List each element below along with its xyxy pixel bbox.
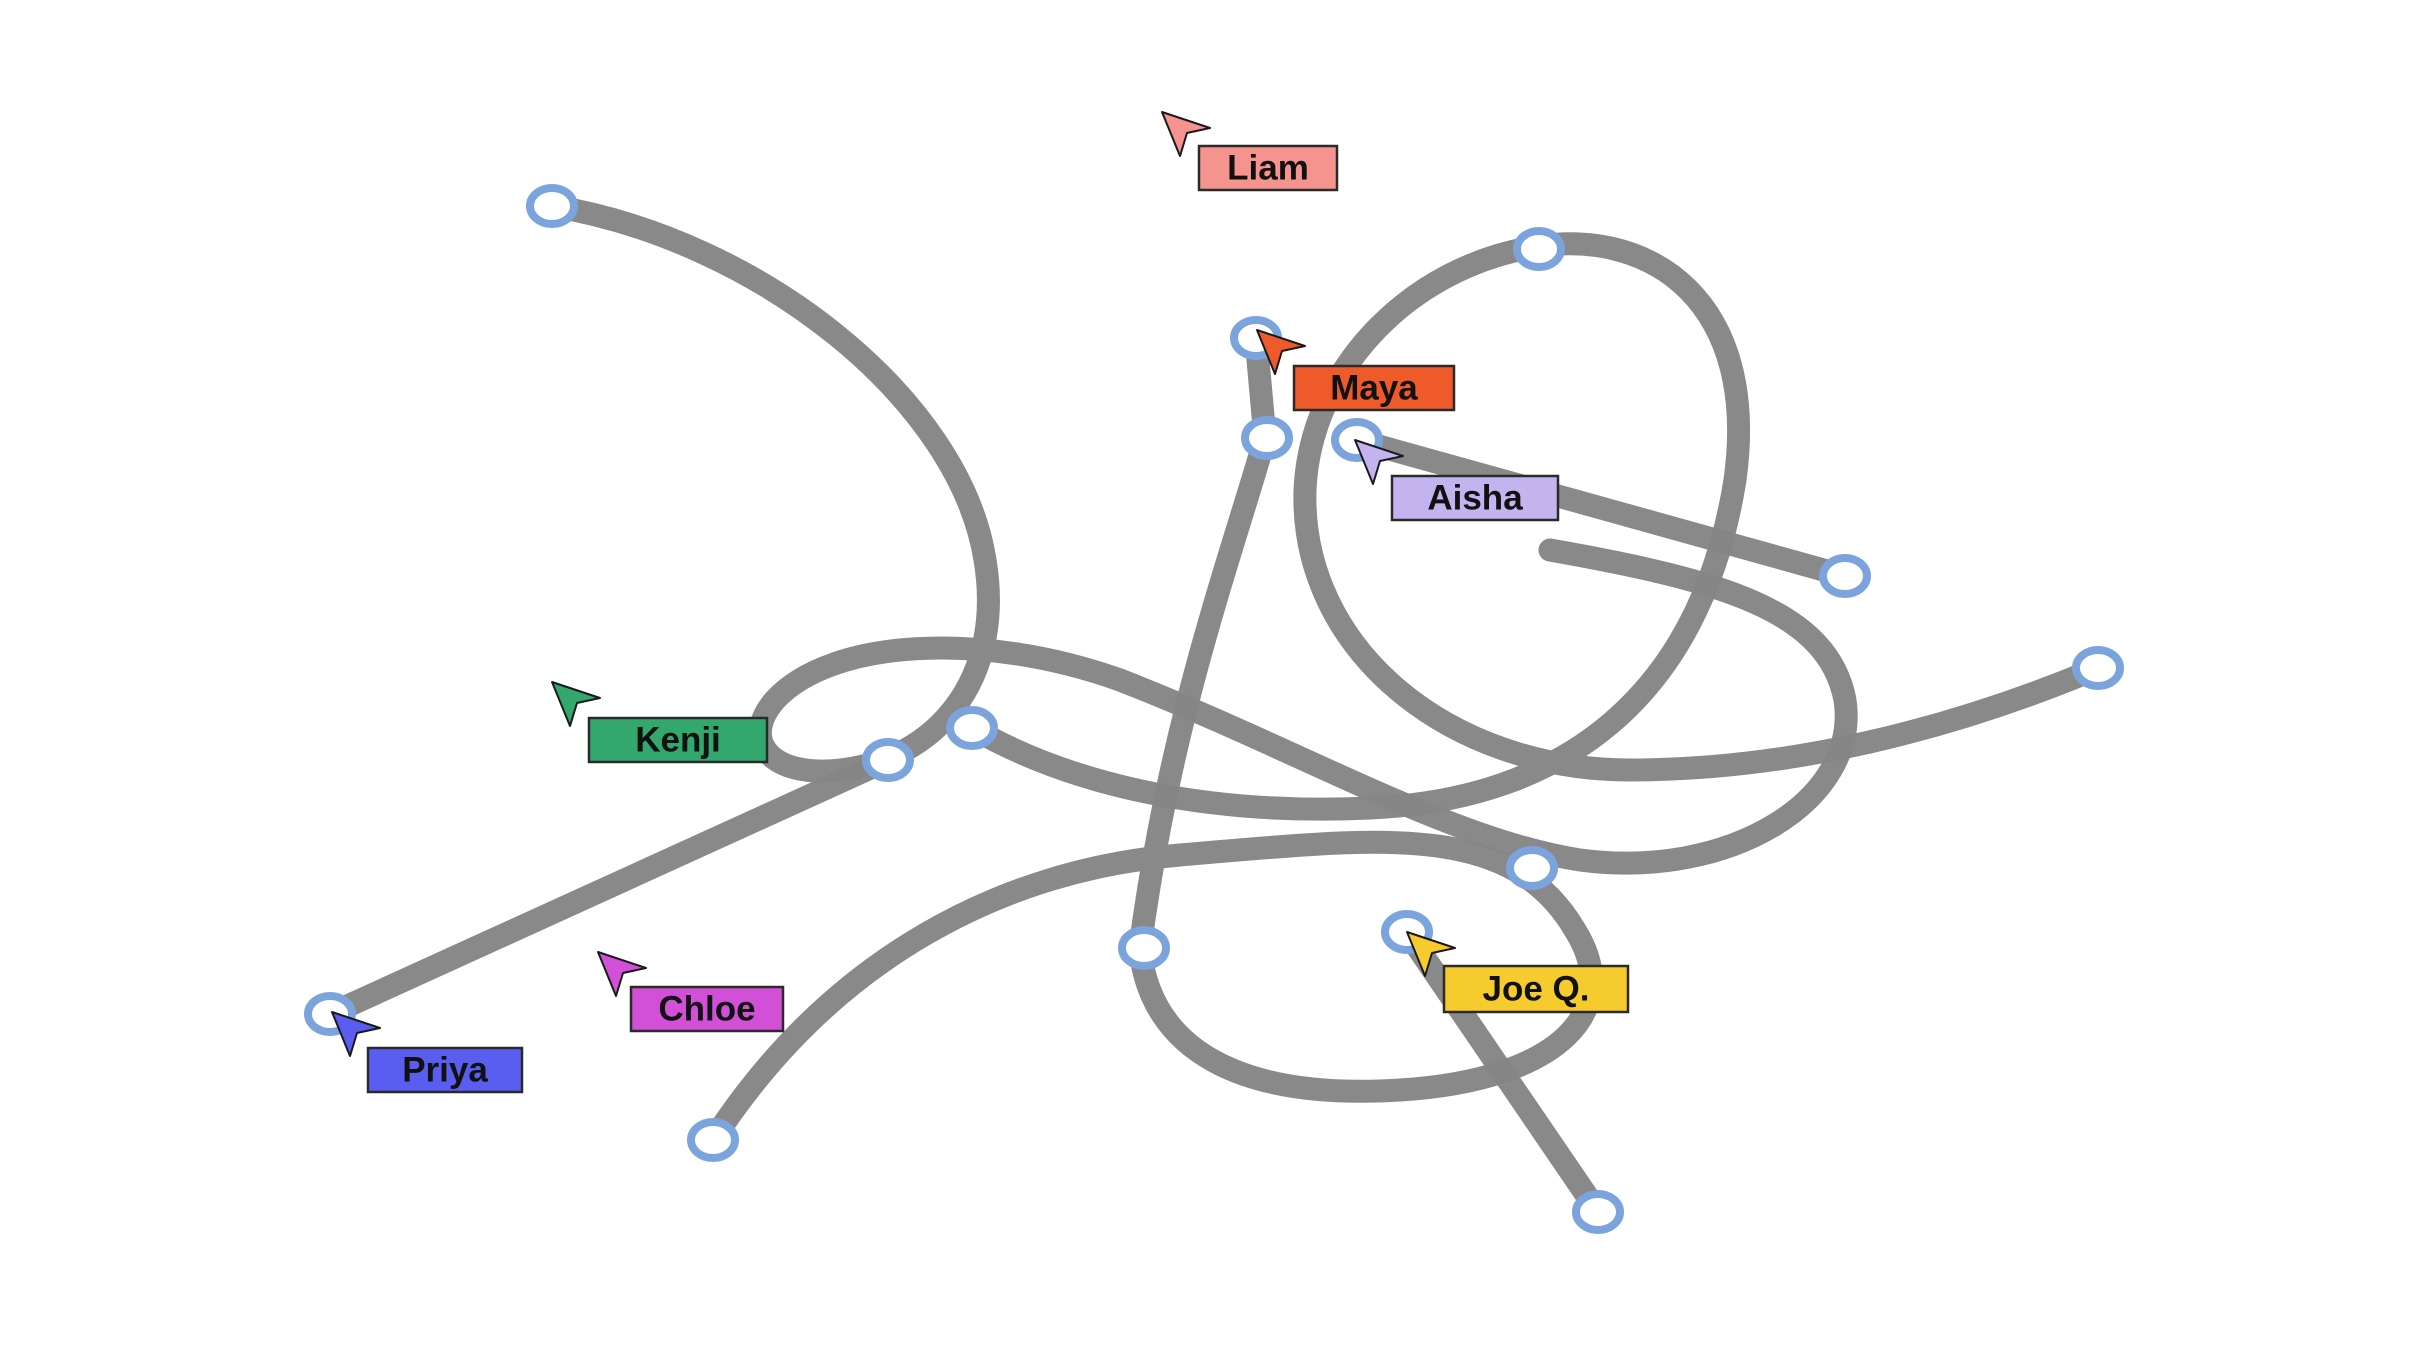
cursor-arrow-icon xyxy=(1161,111,1211,157)
endpoint-handle[interactable] xyxy=(2072,646,2124,690)
collaborator-name: Liam xyxy=(1227,149,1309,188)
collaborator-cursor-maya: Maya xyxy=(1256,329,1456,412)
collaborator-name-tag: Liam xyxy=(1197,144,1339,192)
cursor-arrow-icon xyxy=(1256,329,1306,375)
cursor-arrow-icon xyxy=(1354,439,1404,485)
endpoint-handle[interactable] xyxy=(1241,416,1293,460)
connector-curve-3[interactable] xyxy=(318,748,900,1026)
connector-curve-2[interactable] xyxy=(960,232,2110,821)
endpoint-handle[interactable] xyxy=(946,706,998,750)
collaborator-name-tag: Maya xyxy=(1292,364,1456,412)
endpoint-handle[interactable] xyxy=(1118,926,1170,970)
cursor-arrow-icon xyxy=(551,681,601,727)
connector-curve-5[interactable] xyxy=(1345,428,1857,588)
cursor-arrow-icon xyxy=(1406,931,1456,977)
collaborator-name-tag: Chloe xyxy=(629,985,785,1033)
collaborator-cursor-chloe: Chloe xyxy=(597,951,785,1033)
endpoint-handle[interactable] xyxy=(526,184,578,228)
cursor-layer: Liam Maya Aisha Kenji xyxy=(331,111,1630,1094)
collaborator-name-tag: Kenji xyxy=(587,716,769,764)
endpoint-handle[interactable] xyxy=(1819,554,1871,598)
collaborator-name-tag: Joe Q. xyxy=(1442,964,1630,1014)
endpoint-handle[interactable] xyxy=(687,1118,739,1162)
connector-curve-4[interactable] xyxy=(701,326,1603,1152)
collaborator-name: Joe Q. xyxy=(1483,970,1590,1009)
cursor-arrow-icon xyxy=(331,1011,381,1057)
collaborator-cursor-priya: Priya xyxy=(331,1011,524,1094)
collaborator-cursor-kenji: Kenji xyxy=(551,681,769,764)
endpoint-handle[interactable] xyxy=(1513,227,1565,271)
connector-layer xyxy=(318,194,2110,1224)
cursor-arrow-icon xyxy=(597,951,647,997)
collaborator-name: Chloe xyxy=(658,990,755,1029)
endpoint-handle[interactable] xyxy=(1572,1190,1624,1234)
endpoint-handle[interactable] xyxy=(1506,846,1558,890)
collaborator-name: Priya xyxy=(402,1051,488,1090)
collaborator-name: Maya xyxy=(1330,369,1418,408)
collaborator-name: Kenji xyxy=(635,721,721,760)
collaborator-name-tag: Aisha xyxy=(1390,474,1560,522)
collaborator-name: Aisha xyxy=(1427,479,1523,518)
connector-curve-6[interactable] xyxy=(1395,920,1610,1224)
endpoint-handle[interactable] xyxy=(862,738,914,782)
collaborator-cursor-liam: Liam xyxy=(1161,111,1339,192)
collaborator-name-tag: Priya xyxy=(366,1046,524,1094)
collaborator-cursor-aisha: Aisha xyxy=(1354,439,1560,522)
collaborator-cursor-joe-q: Joe Q. xyxy=(1406,931,1630,1014)
